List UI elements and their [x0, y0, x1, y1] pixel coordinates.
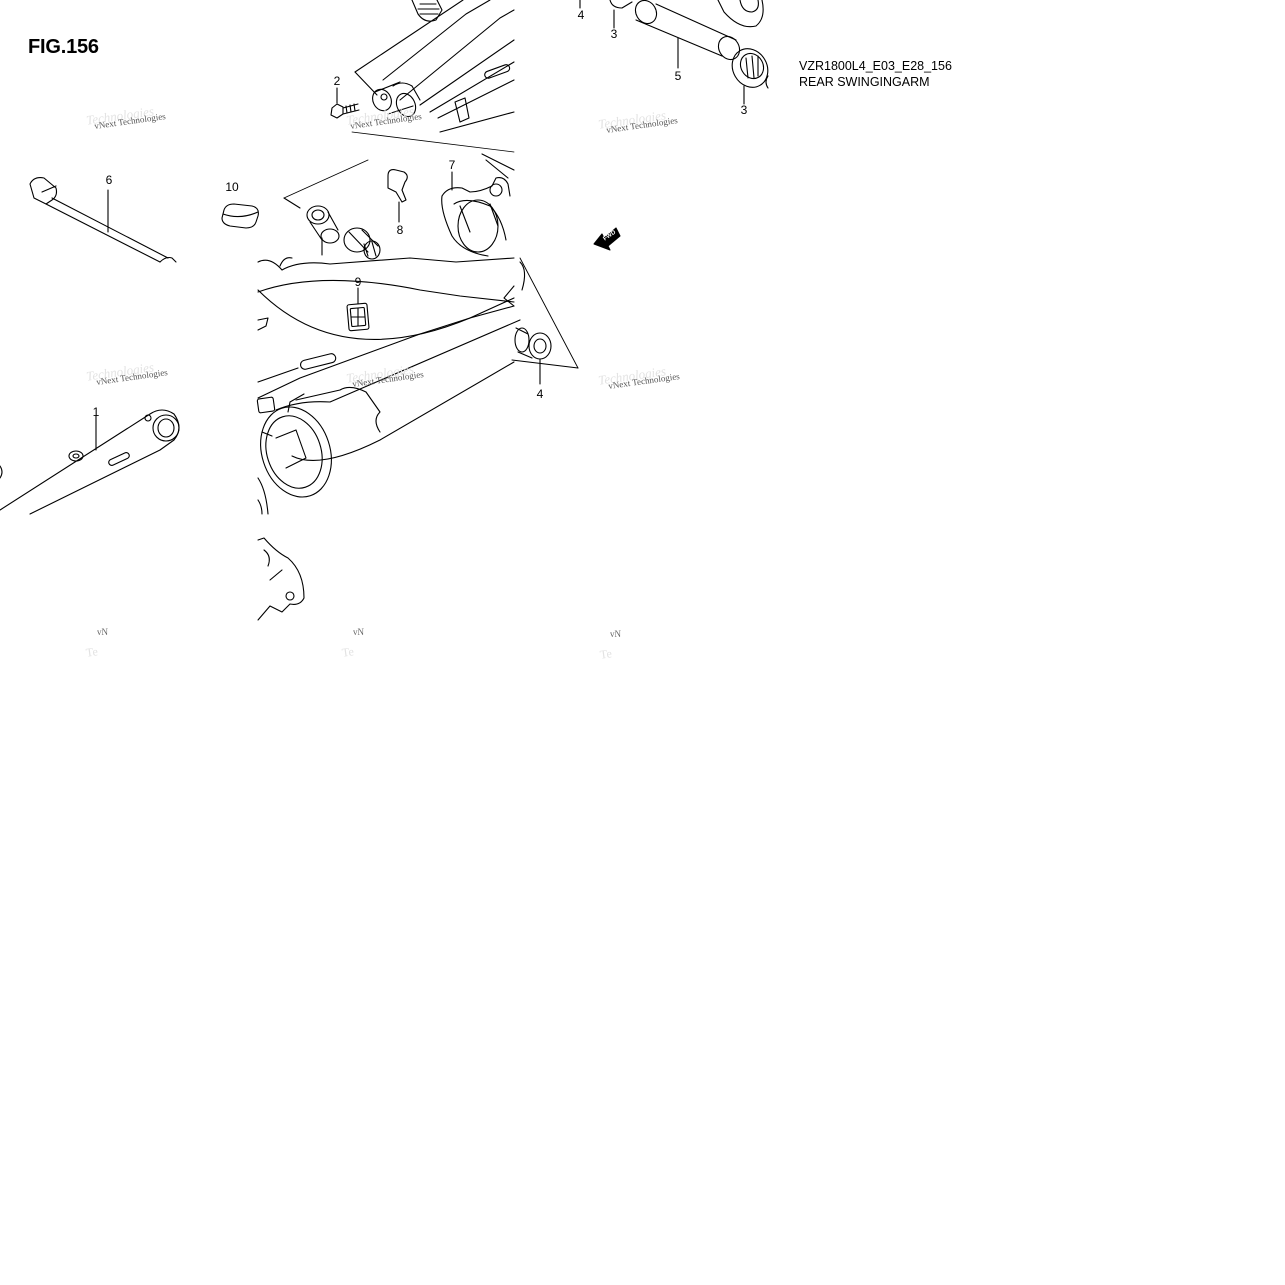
pivot-shaft	[29, 177, 177, 263]
watermark-cut-ghost: Te	[599, 646, 613, 662]
spacer-panel	[579, 0, 769, 105]
small-bolt	[330, 103, 360, 119]
callout-7: 7	[448, 158, 456, 172]
arm-edge	[382, 0, 491, 81]
cap	[221, 203, 259, 229]
figure-number: FIG.156	[28, 36, 99, 58]
panel-boundary-line	[519, 257, 579, 369]
arm-edge	[399, 9, 515, 101]
pivot-boss	[372, 81, 421, 118]
arm-edge	[419, 39, 515, 106]
model-code: VZR1800L4_E03_E28_156	[799, 59, 952, 73]
swingarm-pivot-panel	[283, 0, 515, 209]
watermark-cut: vN	[97, 627, 108, 637]
callout-2: 2	[333, 74, 341, 88]
watermark-cut: vN	[610, 629, 621, 639]
label-plate	[346, 287, 370, 332]
callout-1: 1	[92, 405, 100, 419]
callout-4-top: 4	[577, 8, 585, 22]
callout-9: 9	[354, 275, 362, 289]
callout-8: 8	[396, 223, 404, 237]
chain-guard	[441, 153, 515, 257]
lower-bracket	[257, 537, 305, 621]
callout-3-right: 3	[740, 103, 748, 117]
needle-bearing-upper	[343, 227, 381, 260]
arm-slot	[484, 64, 511, 79]
bushing-upper	[306, 205, 340, 256]
section-title: REAR SWINGINGARM	[799, 75, 930, 89]
arm-tab	[454, 97, 470, 123]
callout-6: 6	[105, 173, 113, 187]
axle-bolt-top	[411, 0, 443, 22]
arm-edge	[429, 61, 515, 113]
chain-guard-clip	[387, 169, 408, 223]
callout-10: 10	[225, 180, 239, 194]
forward-direction-arrow	[593, 227, 621, 251]
panel-boundary-line	[283, 159, 369, 199]
callout-4-lower: 4	[536, 387, 544, 401]
torque-arm	[0, 409, 180, 515]
callout-3-left: 3	[610, 27, 618, 41]
callout-5: 5	[674, 69, 682, 83]
swingarm-main-view	[256, 257, 579, 621]
panel-boundary-line	[354, 0, 464, 73]
watermark-cut-ghost: Te	[341, 644, 355, 660]
watermark-cut: vN	[353, 627, 364, 637]
watermark-cut-ghost: Te	[85, 644, 99, 660]
bushing-lower	[514, 327, 552, 385]
